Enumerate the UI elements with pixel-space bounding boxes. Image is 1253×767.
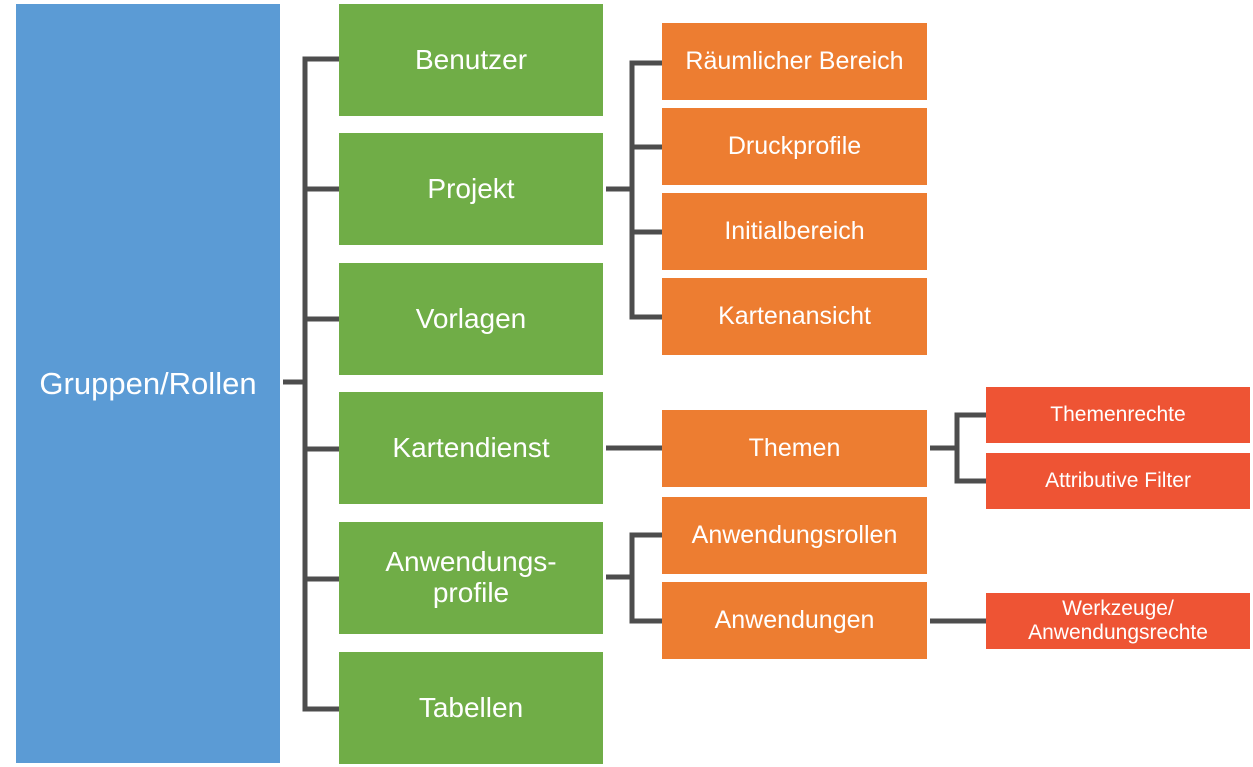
node-anwendungen: Anwendungen xyxy=(662,582,927,659)
node-label: Druckprofile xyxy=(727,132,862,160)
node-label: Anwendungsrollen xyxy=(691,521,898,549)
node-label-line2: profile xyxy=(432,577,510,608)
node-druckprofile: Druckprofile xyxy=(662,108,927,185)
node-label-line1: Werkzeuge/ xyxy=(1062,596,1174,620)
node-tabellen: Tabellen xyxy=(339,652,603,764)
node-benutzer: Benutzer xyxy=(339,4,603,116)
node-label: Räumlicher Bereich xyxy=(685,47,904,75)
node-label: Benutzer xyxy=(414,43,528,75)
node-label: Tabellen xyxy=(418,691,524,723)
node-initialbereich: Initialbereich xyxy=(662,193,927,270)
level1-bracket xyxy=(302,56,339,712)
node-projekt: Projekt xyxy=(339,133,603,245)
node-vorlagen: Vorlagen xyxy=(339,263,603,375)
node-label: Themen xyxy=(748,434,841,462)
anwendungsprofile-bracket xyxy=(629,532,662,624)
node-label: Attributive Filter xyxy=(1045,468,1191,492)
node-kartenansicht: Kartenansicht xyxy=(662,278,927,355)
node-label: Anwendungen xyxy=(714,606,875,634)
node-themen: Themen xyxy=(662,410,927,487)
node-label: Initialbereich xyxy=(724,217,865,245)
projekt-bracket xyxy=(629,60,662,320)
node-themenrechte: Themenrechte xyxy=(986,387,1250,443)
themen-bracket xyxy=(954,412,986,484)
node-label-line1: Anwendungs- xyxy=(385,546,557,578)
root-label: Gruppen/Rollen xyxy=(39,365,257,401)
node-label: Projekt xyxy=(427,172,515,204)
node-label: Themenrechte xyxy=(1050,402,1186,426)
node-anwendungsprofile: Anwendungs- profile xyxy=(339,522,603,634)
node-label: Kartenansicht xyxy=(718,302,871,330)
node-label: Vorlagen xyxy=(415,302,527,334)
node-raeumlicher-bereich: Räumlicher Bereich xyxy=(662,23,927,100)
node-kartendienst: Kartendienst xyxy=(339,392,603,504)
node-label-line2: Anwendungsrechte xyxy=(1028,621,1208,644)
node-label: Kartendienst xyxy=(392,431,550,463)
root-node-gruppen-rollen: Gruppen/Rollen xyxy=(16,4,280,763)
node-werkzeuge-anwendungsrechte: Werkzeuge/ Anwendungsrechte xyxy=(986,593,1250,649)
node-anwendungsrollen: Anwendungsrollen xyxy=(662,497,927,574)
node-attributive-filter: Attributive Filter xyxy=(986,453,1250,509)
